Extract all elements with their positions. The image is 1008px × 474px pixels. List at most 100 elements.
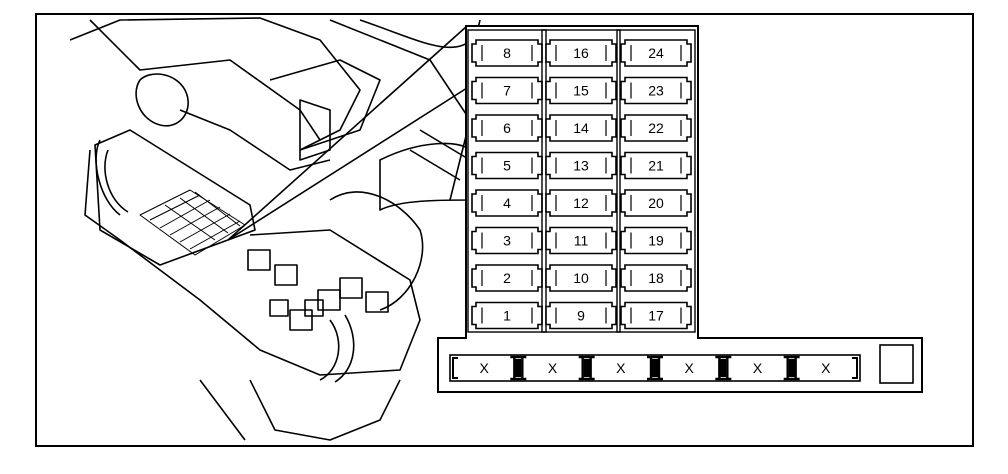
fuse-slot <box>471 151 543 180</box>
fuse-slot <box>471 76 543 105</box>
relay-connector <box>783 355 800 381</box>
relay-row-left-bracket <box>452 357 458 379</box>
relay-slot-marker: X <box>753 360 763 376</box>
fuse-number-label: 9 <box>577 308 585 324</box>
body-lines <box>409 129 471 181</box>
fuse-number-label: 15 <box>573 83 589 99</box>
fuse-slot-contacts <box>630 307 682 324</box>
relay-connector <box>647 355 663 381</box>
fuse-1: 1 <box>471 301 543 330</box>
fuse-slot <box>620 114 692 142</box>
fuse-number-label: 18 <box>648 270 664 286</box>
fuse-slot <box>620 151 692 180</box>
fuse-column-outline <box>541 29 621 333</box>
fuse-9: 9 <box>545 301 617 330</box>
fuse-5: 5 <box>471 151 543 180</box>
fuse-slot <box>545 114 617 142</box>
fuse-13: 13 <box>545 151 617 180</box>
fuse-12: 12 <box>545 189 617 217</box>
fuse-column-2: 16 15 14 13 12 11 10 9 <box>541 29 621 333</box>
relay-slot-marker: X <box>684 360 694 376</box>
fuse-23: 23 <box>620 76 692 105</box>
fuse-3: 3 <box>471 226 543 255</box>
engine-part <box>135 73 189 127</box>
fuse-16: 16 <box>545 39 617 67</box>
fuse-number-label: 13 <box>573 158 589 174</box>
fuse-column-outline <box>616 29 696 333</box>
fuse-slot-contacts <box>481 232 533 249</box>
fuse-number-label: 17 <box>648 308 664 324</box>
fuse-4: 4 <box>471 189 543 217</box>
fuse-slot <box>545 264 617 292</box>
fuse-slot-contacts <box>481 82 533 99</box>
fuse-slot-contacts <box>555 232 607 249</box>
lower-line <box>199 379 246 441</box>
relay-connector-pin <box>652 359 658 377</box>
fuse-slot-contacts <box>630 120 682 136</box>
fuse-number-label: 21 <box>648 158 664 174</box>
fuse-slot <box>471 226 543 255</box>
fuse-slot <box>545 76 617 105</box>
relay-connector <box>510 355 527 381</box>
fuse-slot <box>545 39 617 67</box>
fuse-number-label: 6 <box>503 120 511 136</box>
relay-slot-marker: X <box>616 360 626 376</box>
fuse-15: 15 <box>545 76 617 105</box>
relay-connector <box>715 355 732 381</box>
fuse-slot <box>471 39 543 67</box>
fuse-8: 8 <box>471 39 543 67</box>
fuse-number-label: 16 <box>573 45 589 61</box>
harness-wires-3 <box>319 314 355 383</box>
fuse-number-label: 10 <box>573 270 589 286</box>
relay-connector-pin <box>788 359 795 377</box>
fuse-slot-contacts <box>555 270 607 286</box>
fuse-number-label: 5 <box>503 158 511 174</box>
harness-wires-2 <box>104 149 129 213</box>
fuse-grid-detail <box>139 189 246 256</box>
relay-row-right-bracket <box>852 357 858 379</box>
fuse-slot <box>545 301 617 330</box>
relay-slot-marker: X <box>821 360 831 376</box>
relay-slot-marker: X <box>479 360 489 376</box>
fuse-number-label: 7 <box>503 83 511 99</box>
fuse-slot <box>620 189 692 217</box>
fuse-slot-contacts <box>555 45 607 61</box>
fuse-box-housing <box>84 149 421 376</box>
fuse-slot-contacts <box>555 157 607 174</box>
fuse-number-label: 22 <box>648 120 664 136</box>
fuse-number-label: 20 <box>648 195 664 211</box>
fuse-6: 6 <box>471 114 543 142</box>
fuse-slot <box>545 151 617 180</box>
engine-outline <box>69 17 361 151</box>
fuse-18: 18 <box>620 264 692 292</box>
relay-connector-pin <box>720 359 727 377</box>
engine-bracket <box>269 59 381 151</box>
fuse-box-cover <box>94 129 256 266</box>
fuse-slot-contacts <box>555 120 607 136</box>
fuse-number-label: 8 <box>503 45 511 61</box>
fuse-slot <box>620 301 692 330</box>
fuse-slot <box>471 301 543 330</box>
fuse-slot-contacts <box>481 195 533 211</box>
fuse-slot <box>545 189 617 217</box>
fuse-14: 14 <box>545 114 617 142</box>
fuse-number-label: 12 <box>573 195 589 211</box>
engine-line <box>179 109 331 171</box>
fuse-number-label: 3 <box>503 233 511 249</box>
fuse-slot-contacts <box>555 82 607 99</box>
fuse-number-label: 11 <box>574 233 589 249</box>
engine-post <box>299 99 331 161</box>
relay-connector-pin <box>515 359 522 377</box>
lower-bracket <box>249 379 401 441</box>
fender-curve <box>329 19 471 201</box>
relay-connector-pin <box>583 359 590 377</box>
fuse-10: 10 <box>545 264 617 292</box>
fuse-slot <box>620 39 692 67</box>
fuse-column-outline <box>467 29 547 333</box>
callout-line-bottom <box>227 87 468 241</box>
fuse-number-label: 19 <box>648 233 664 249</box>
